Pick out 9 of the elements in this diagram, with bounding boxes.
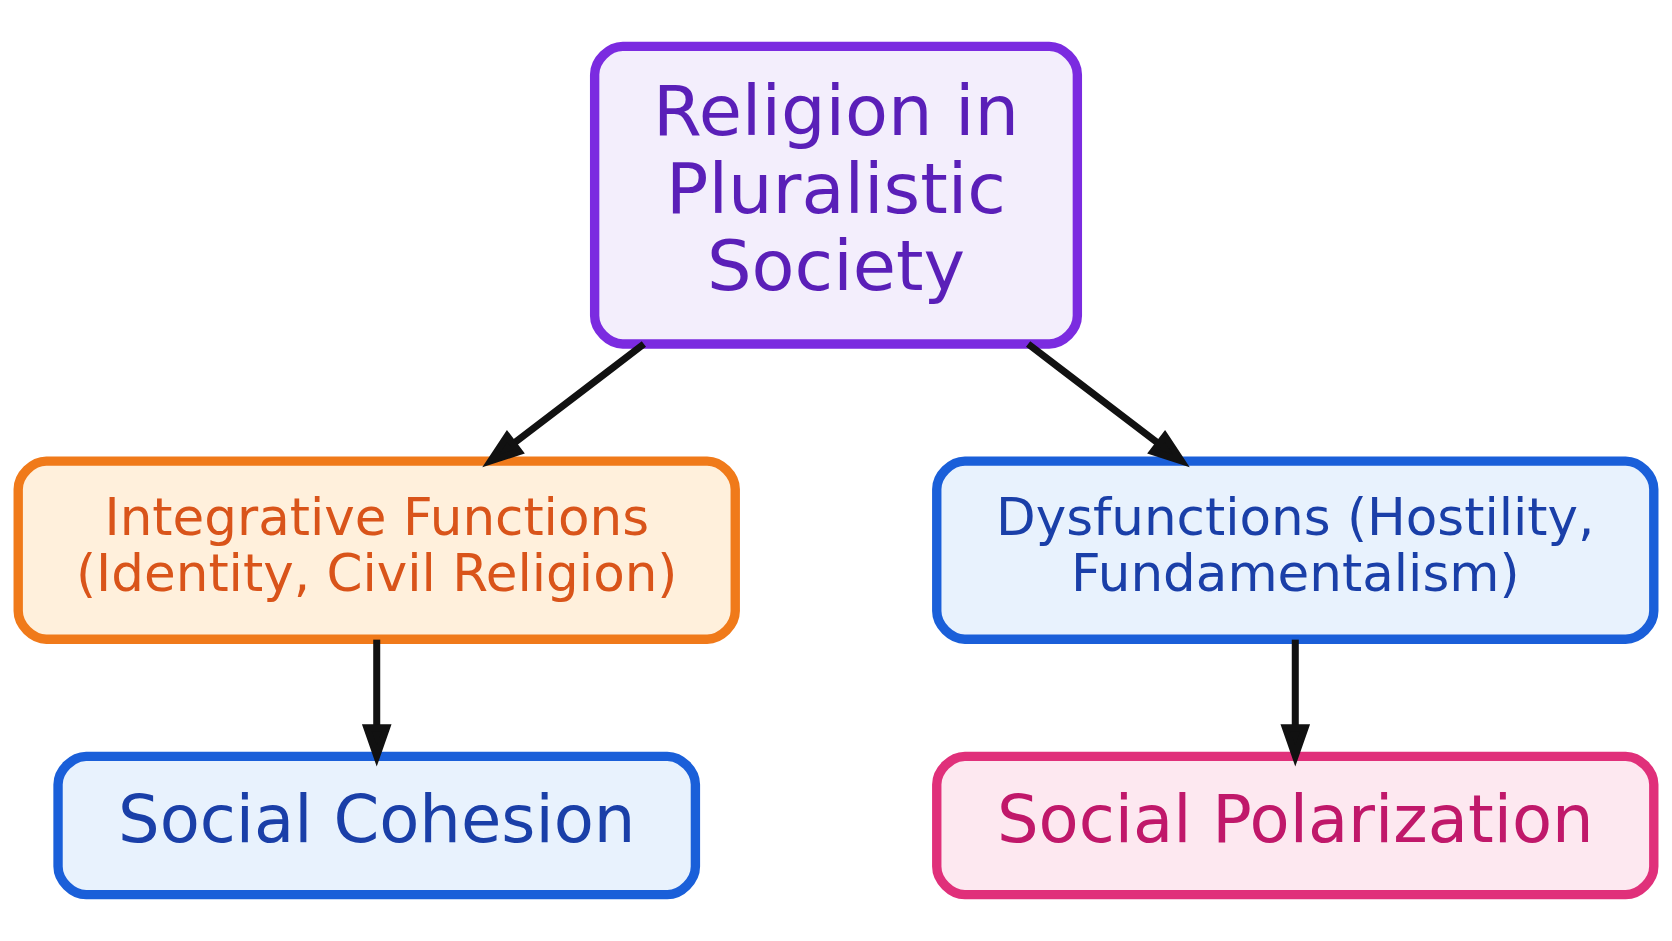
node-box: Integrative Functions (Identity, Civil Religion) xyxy=(13,456,740,644)
arrow xyxy=(1280,639,1311,767)
arrow xyxy=(482,341,646,468)
node-box: Dysfunctions (Hostility, Fundamentalism) xyxy=(932,456,1659,644)
arrow xyxy=(361,639,392,767)
arrow xyxy=(1026,341,1190,468)
node-box: Social Cohesion xyxy=(53,751,701,900)
node-box: Religion in Pluralistic Society xyxy=(589,41,1083,349)
node-box: Social Polarization xyxy=(932,751,1659,900)
